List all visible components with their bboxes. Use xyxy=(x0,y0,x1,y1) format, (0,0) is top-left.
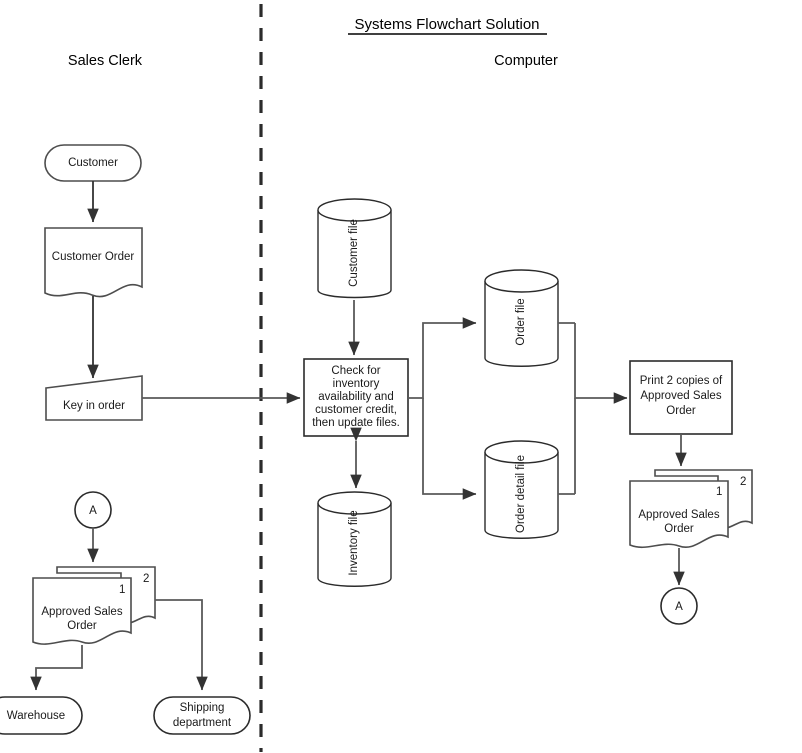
node-print-process-line1: Print 2 copies of xyxy=(640,375,723,387)
node-approved-sales-order-right-copy2-number: 2 xyxy=(740,476,746,488)
node-connector-a-right-label: A xyxy=(675,601,683,613)
edge-check-process-to-order-detail-file xyxy=(422,398,477,500)
node-connector-a-left-label: A xyxy=(89,505,97,517)
node-customer-file-body[interactable] xyxy=(317,210,392,299)
page-title: Systems Flowchart Solution xyxy=(354,16,539,33)
column-header-sales-clerk: Sales Clerk xyxy=(68,53,143,69)
node-customer-order-label: Customer Order xyxy=(52,251,135,263)
node-shipping-department-label-line1: Shipping xyxy=(180,702,225,714)
node-customer-order[interactable] xyxy=(44,227,143,298)
node-connector-a-right[interactable] xyxy=(660,587,698,625)
node-approved-sales-order-left-label-line1: Approved Sales xyxy=(41,606,122,618)
node-approved-sales-order-right-label-line2: Order xyxy=(664,523,694,535)
node-check-process-line4: customer credit, xyxy=(315,404,397,416)
node-order-file-label: Order file xyxy=(515,298,527,345)
node-order-detail-file-label: Order detail file xyxy=(515,455,527,533)
node-key-in-order[interactable] xyxy=(45,375,143,421)
node-order-detail-file-body[interactable] xyxy=(484,452,559,539)
node-approved-sales-order-right-copy1-number: 1 xyxy=(716,486,722,498)
node-check-process-line5: then update files. xyxy=(312,417,400,429)
edge-order-file-to-print-process xyxy=(574,323,628,404)
node-print-process-line2: Approved Sales xyxy=(640,390,721,402)
node-customer-file-top[interactable] xyxy=(317,198,392,222)
node-check-process-line3: availability and xyxy=(318,391,393,403)
column-header-computer: Computer xyxy=(494,53,558,69)
node-customer-label: Customer xyxy=(68,157,118,169)
node-inventory-file-top[interactable] xyxy=(317,491,392,515)
node-warehouse[interactable] xyxy=(0,696,83,735)
edge-check-process-to-order-file xyxy=(408,317,477,399)
node-check-process-line2: inventory xyxy=(333,378,380,390)
node-check-process-line1: Check for xyxy=(331,365,380,377)
node-approved-sales-order-right-label-line1: Approved Sales xyxy=(638,509,719,521)
edge-copy1-to-warehouse xyxy=(30,645,83,691)
node-approved-sales-order-left-copy1-number: 1 xyxy=(119,584,125,596)
node-order-file-body[interactable] xyxy=(484,281,559,367)
node-print-process-line3: Order xyxy=(666,405,696,417)
node-shipping-department-label-line2: department xyxy=(173,717,232,729)
node-customer-file-label: Customer file xyxy=(348,219,360,287)
node-order-detail-file-top[interactable] xyxy=(484,440,559,464)
node-key-in-order-label: Key in order xyxy=(63,400,125,412)
node-approved-sales-order-left-copy2-number: 2 xyxy=(143,573,149,585)
node-shipping-department[interactable] xyxy=(153,696,251,735)
node-warehouse-label: Warehouse xyxy=(7,710,65,722)
node-inventory-file-body[interactable] xyxy=(317,503,392,587)
node-approved-sales-order-left-label-line2: Order xyxy=(67,620,97,632)
edge-copy2-to-shipping-department xyxy=(155,599,208,691)
node-approved-sales-order-left-copy1[interactable] xyxy=(32,577,132,645)
node-print-process[interactable] xyxy=(629,360,733,435)
node-approved-sales-order-right-copy1[interactable] xyxy=(629,480,729,549)
node-check-process[interactable] xyxy=(303,358,409,437)
node-order-file-top[interactable] xyxy=(484,269,559,293)
node-inventory-file-label: Inventory file xyxy=(348,510,360,575)
